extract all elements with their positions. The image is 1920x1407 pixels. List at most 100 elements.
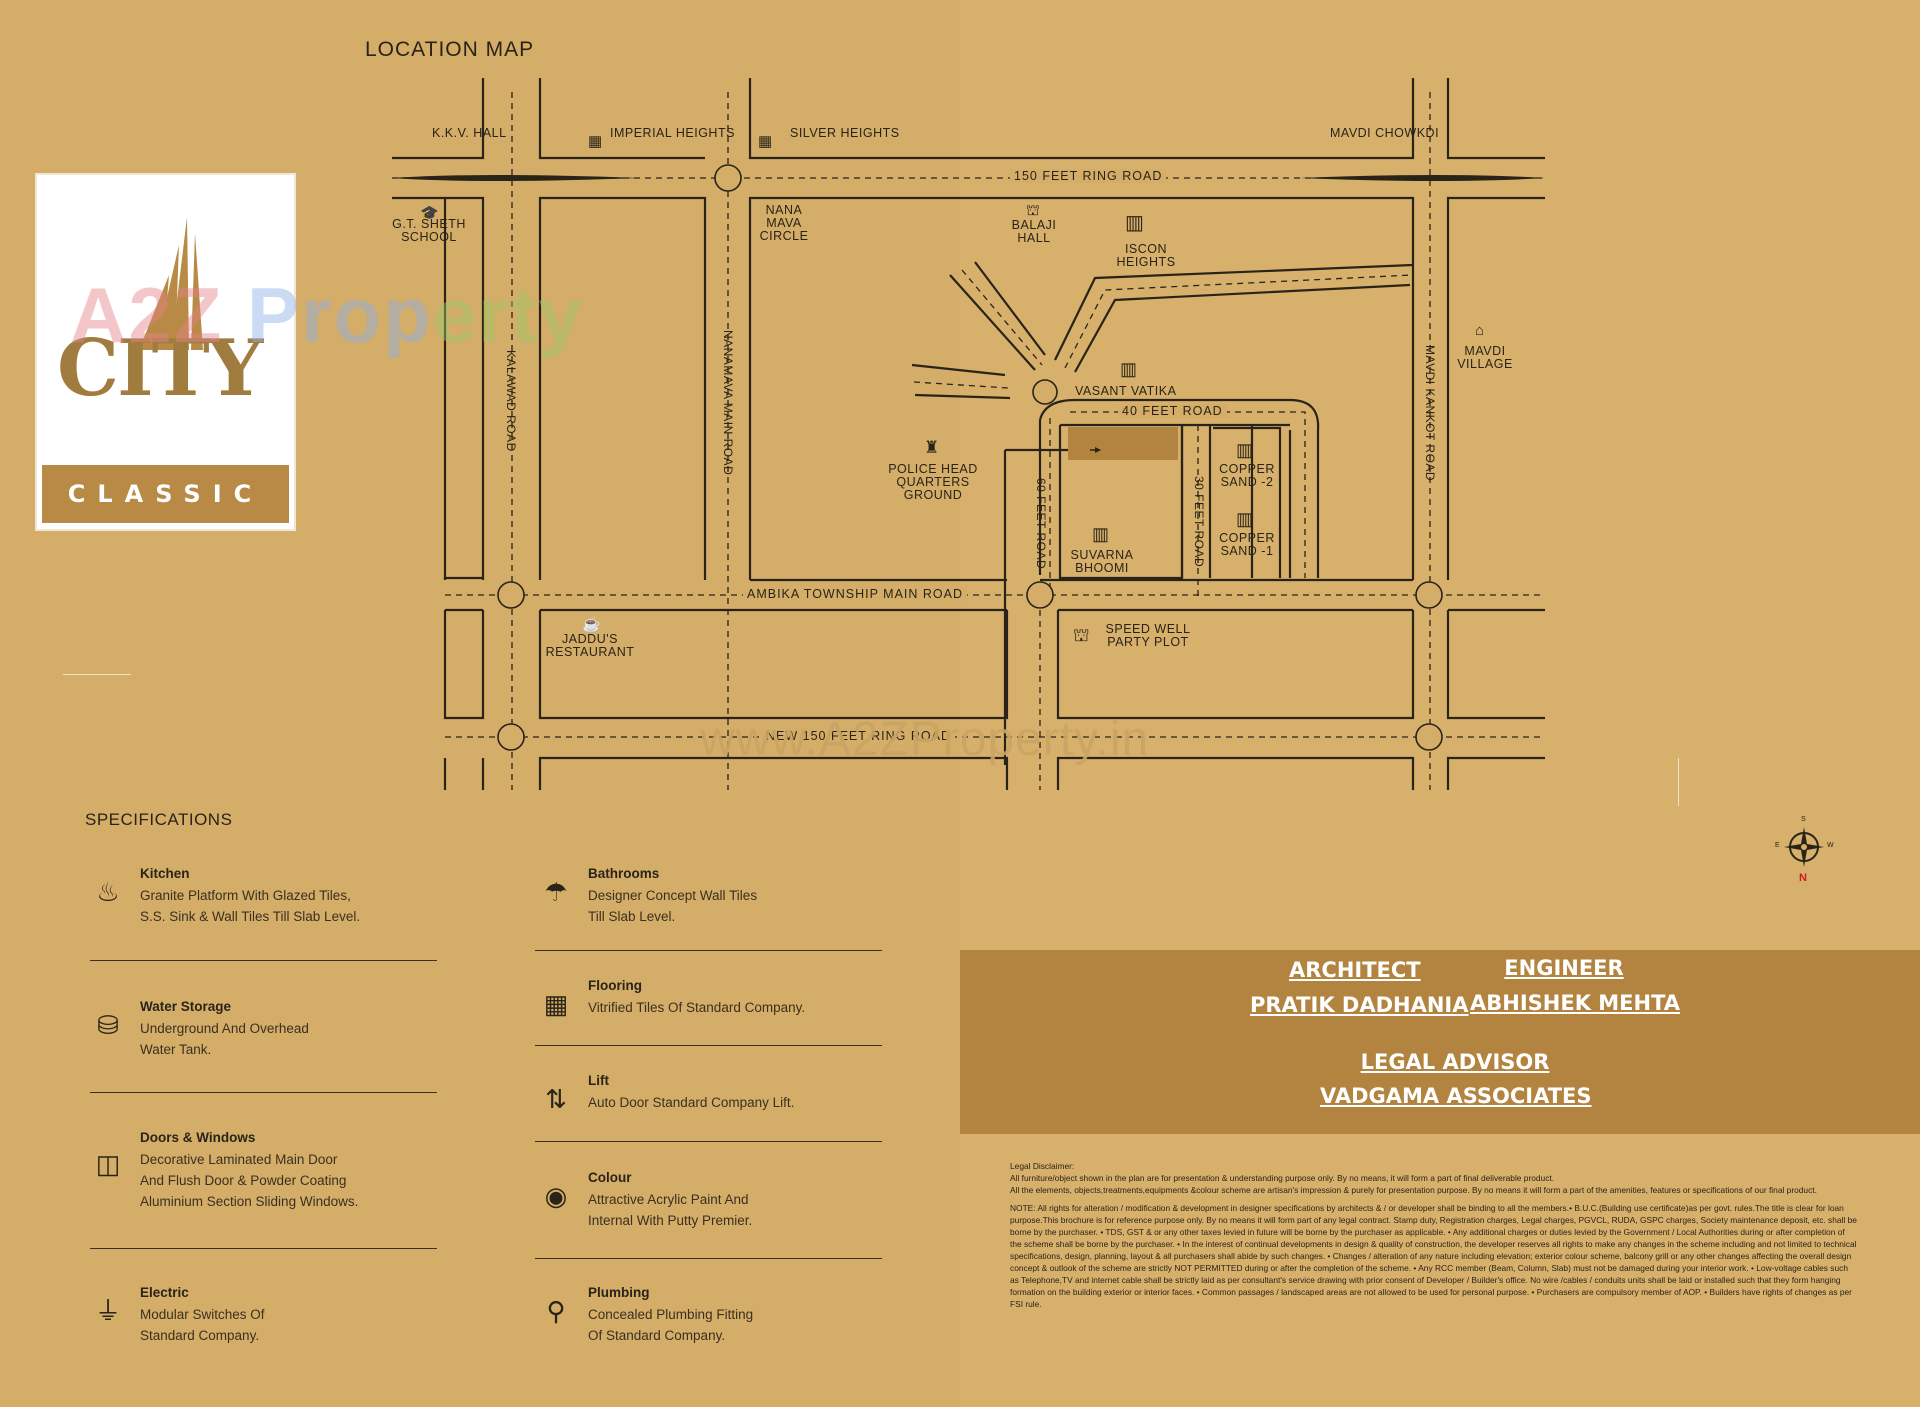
place-gt-sheth-school: G.T. SHETH SCHOOL [392, 217, 466, 244]
location-map: K.K.V. HALL ▦ IMPERIAL HEIGHTS ▦ SILVER … [392, 78, 1545, 790]
architect-title: ARCHITECT [1289, 958, 1421, 982]
spec-flooring: ▦ Flooring Vitrified Tiles Of Standard C… [544, 978, 888, 1019]
logo-wordmark: CITY [57, 323, 263, 414]
watermark-part: A [70, 271, 129, 359]
school-icon: 🎓 [420, 205, 439, 222]
project-logo: CITY CLASSIC [35, 173, 296, 531]
right-panel [960, 0, 1920, 1407]
project-site-marker [1068, 427, 1178, 460]
place-imperial-heights: IMPERIAL HEIGHTS [610, 126, 735, 140]
party-plot-icon: ⛫ [1073, 625, 1090, 645]
road-kalawad: KALAWAD ROAD [504, 350, 518, 452]
place-speed-well: SPEED WELL PARTY PLOT [1105, 622, 1191, 649]
spec-doors-windows: ◫ Doors & Windows Decorative Laminated M… [96, 1130, 440, 1212]
spec-name: Bathrooms [588, 866, 660, 881]
disclaimer-line: All the elements, objects,treatments,equ… [1010, 1185, 1817, 1195]
disclaimer-note: NOTE: All rights for alteration / modifi… [1010, 1203, 1857, 1309]
credits-band [960, 950, 1920, 1134]
spec-name: Doors & Windows [140, 1130, 256, 1145]
paint-bucket-icon: ◉ [544, 1181, 568, 1211]
logo-band: CLASSIC [42, 465, 289, 523]
road-60-feet: 60 FEET ROAD [1034, 478, 1048, 570]
building-icon: ▦ [758, 133, 773, 150]
place-vasant-vatika: VASANT VATIKA [1075, 384, 1177, 398]
disclaimer-line: All furniture/object shown in the plan a… [1010, 1173, 1555, 1183]
restaurant-icon: ☕ [582, 616, 601, 633]
place-kkv-hall: K.K.V. HALL [432, 126, 507, 140]
spec-desc: Auto Door Standard Company Lift. [588, 1095, 795, 1110]
place-iscon-heights: ISCON HEIGHTS [1116, 242, 1176, 269]
door-icon: ◫ [95, 1149, 121, 1179]
spec-desc: Granite Platform With Glazed Tiles,S.S. … [140, 888, 361, 924]
road-150-feet-ring: 150 FEET RING ROAD [1010, 169, 1167, 183]
location-map-title: LOCATION MAP [365, 38, 535, 61]
tiles-icon: ▦ [543, 989, 569, 1019]
divider [90, 960, 437, 961]
divider [535, 950, 882, 951]
place-copper-sand-1: COPPER SAND -1 [1219, 531, 1275, 558]
watermark-url: www.A2ZProperty.in [700, 713, 1150, 766]
place-nana-mava-circle: NANA MAVA CIRCLE [759, 203, 809, 243]
spec-name: Kitchen [140, 866, 190, 881]
water-tank-icon: ⛁ [97, 1010, 119, 1040]
spec-desc: Vitrified Tiles Of Standard Company. [588, 1000, 806, 1015]
specifications-title: SPECIFICATIONS [85, 810, 233, 829]
shower-icon: ☂ [544, 877, 568, 907]
divider [535, 1045, 882, 1046]
spec-lift: ⇅ Lift Auto Door Standard Company Lift. [545, 1073, 888, 1114]
divider [90, 1092, 437, 1093]
building-icon: ▥ [1120, 359, 1138, 379]
building-icon: ▥ [1236, 440, 1254, 460]
divider [1678, 758, 1679, 806]
lift-icon: ⇅ [545, 1084, 567, 1114]
plug-icon: ⏚ [94, 1296, 121, 1326]
spec-water-storage: ⛁ Water Storage Underground And Overhead… [97, 999, 440, 1060]
place-copper-sand-2: COPPER SAND -2 [1219, 462, 1275, 489]
architect-name: PRATIK DADHANIA [1250, 993, 1469, 1017]
road-ambika-township: AMBIKA TOWNSHIP MAIN ROAD [743, 587, 968, 601]
disclaimer-heading: Legal Disclaimer: [1010, 1161, 1075, 1171]
watermark-brand: A2Z Property [70, 270, 584, 361]
place-mavdi-village: MAVDI VILLAGE [1457, 344, 1513, 371]
place-mavdi-chowkdi: MAVDI CHOWKDI [1330, 126, 1440, 140]
spec-name: Plumbing [588, 1285, 650, 1300]
place-silver-heights: SILVER HEIGHTS [790, 126, 900, 140]
divider [90, 1248, 437, 1249]
divider [535, 1258, 882, 1259]
engineer-name: ABHISHEK MEHTA [1470, 991, 1681, 1015]
compass-icon: N S E W [1775, 816, 1834, 884]
compass-east-label: E [1775, 842, 1780, 849]
road-40-feet: 40 FEET ROAD [1118, 404, 1227, 418]
road-mavdi-kankot: MAVDI KANKOT ROAD [1423, 345, 1437, 482]
tap-icon: ⚲ [546, 1296, 566, 1326]
building-icon: ▥ [1236, 509, 1254, 529]
compass-north-label: N [1799, 872, 1807, 884]
legal-advisor-name: VADGAMA ASSOCIATES [1320, 1084, 1592, 1108]
watermark-part: erty [432, 271, 584, 359]
watermark-part: 2Z [128, 271, 224, 359]
road-nanamava-main: NANAMAVA MAIN ROAD [721, 330, 735, 476]
watermark-part: Prop [223, 271, 433, 359]
place-police-hq: POLICE HEAD QUARTERS GROUND [888, 462, 978, 502]
compass-south-label: S [1801, 816, 1806, 823]
engineer-title: ENGINEER [1504, 956, 1624, 980]
house-icon: ⌂ [1475, 322, 1485, 339]
hall-icon: ⛫ [1026, 202, 1040, 219]
compass-west-label: W [1827, 842, 1834, 849]
building-icon: ▥ [1125, 212, 1144, 234]
police-icon: ♜ [924, 438, 940, 457]
road-new-150-feet-ring: NEW 150 FEET RING ROAD [762, 729, 955, 743]
road-30-feet: 30 FEET ROAD [1192, 476, 1206, 568]
divider [63, 674, 131, 675]
map-roads [392, 78, 1545, 790]
tower-mark-icon [139, 217, 203, 350]
